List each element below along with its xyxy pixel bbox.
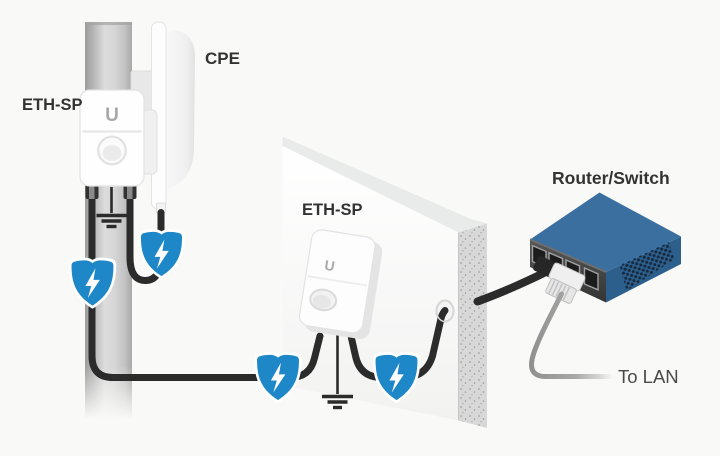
wall-cross-section-texture (458, 223, 487, 428)
cable-boot-stripe (127, 183, 133, 199)
eth-sp-seam (307, 275, 368, 287)
eth-sp-grommet-recess (102, 145, 122, 161)
pole-top-cap (85, 22, 132, 25)
router-switch-label: Router/Switch (552, 168, 670, 188)
surge-shield-icon (138, 228, 185, 279)
router-top-face (530, 192, 681, 272)
ground-symbol-icon (322, 330, 353, 410)
wall-hole-rim (435, 299, 455, 323)
ground-symbol-icon (96, 187, 127, 229)
rj45-connector (545, 278, 577, 304)
wall-top-edge (282, 136, 487, 233)
wall-eth-sp-label: ETH-SP (302, 201, 363, 219)
cable-boot-stripe (89, 183, 95, 199)
cable-pole-to-wall (88, 184, 324, 381)
pole-eth-sp-device: U (79, 89, 158, 199)
vent-grille (619, 239, 675, 291)
ubiquiti-logo: U (323, 257, 336, 274)
cpe-radome (167, 31, 195, 190)
pole-eth-sp-label: ETH-SP (22, 96, 83, 114)
cable-wall-to-hole (347, 307, 449, 381)
wall-eth-sp-device: U (298, 229, 383, 340)
ubiquiti-logo: U (105, 105, 119, 126)
to-lan-label: To LAN (618, 366, 679, 387)
eth-sp-grommet-recess (312, 294, 331, 309)
surge-shield-icon (254, 351, 302, 403)
cable-to-lan (529, 291, 614, 379)
cpe-label: CPE (205, 49, 240, 68)
router-connectors (529, 255, 614, 379)
router-front-bezel (529, 238, 607, 273)
